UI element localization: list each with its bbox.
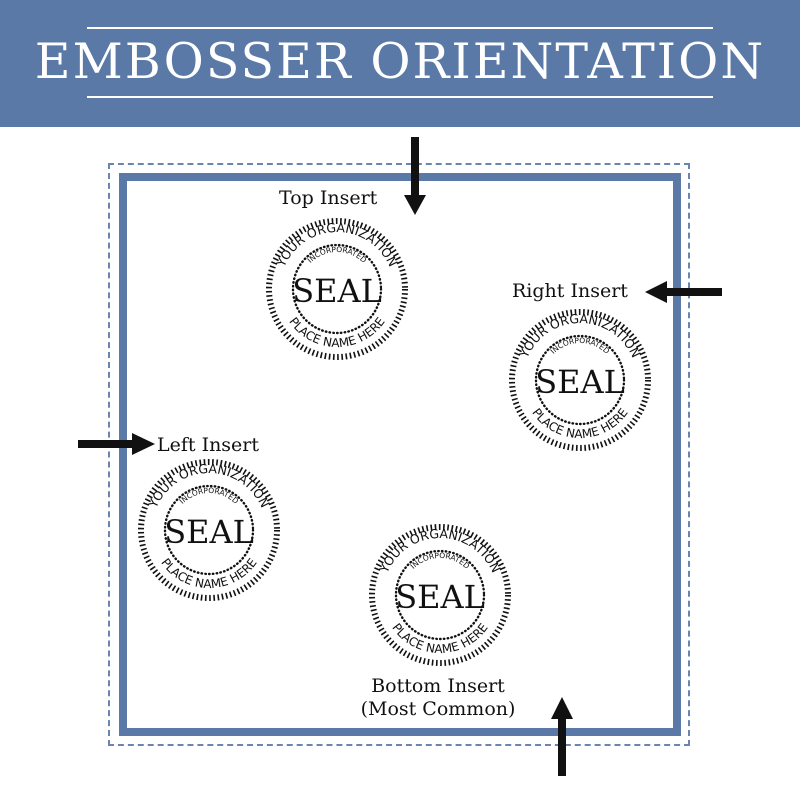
paper-frame — [119, 173, 681, 736]
header-bottom-rule — [87, 96, 713, 98]
seal-stamp-right — [512, 311, 648, 448]
left-insert-arrow-icon — [78, 433, 155, 455]
top-insert-label: Top Insert — [279, 187, 378, 209]
left-insert-label: Left Insert — [157, 434, 260, 456]
seal-stamp-bottom — [372, 526, 508, 663]
header-top-rule — [87, 27, 713, 29]
page-title: EMBOSSER ORIENTATION — [34, 33, 766, 90]
right-insert-label: Right Insert — [512, 280, 628, 302]
bottom-insert-arrow-icon — [551, 697, 573, 776]
bottom-insert-label-line2: (Most Common) — [360, 698, 516, 720]
header-banner: EMBOSSER ORIENTATION — [0, 0, 800, 127]
bottom-insert-label-line1: Bottom Insert — [371, 675, 505, 697]
top-insert-arrow-icon — [404, 137, 426, 215]
seal-stamp-left — [141, 461, 277, 598]
paper-outline-dashed — [108, 163, 690, 746]
right-insert-arrow-icon — [645, 281, 722, 303]
bottom-insert-label: Bottom Insert (Most Common) — [338, 675, 538, 721]
seal-stamp-top — [269, 220, 405, 357]
